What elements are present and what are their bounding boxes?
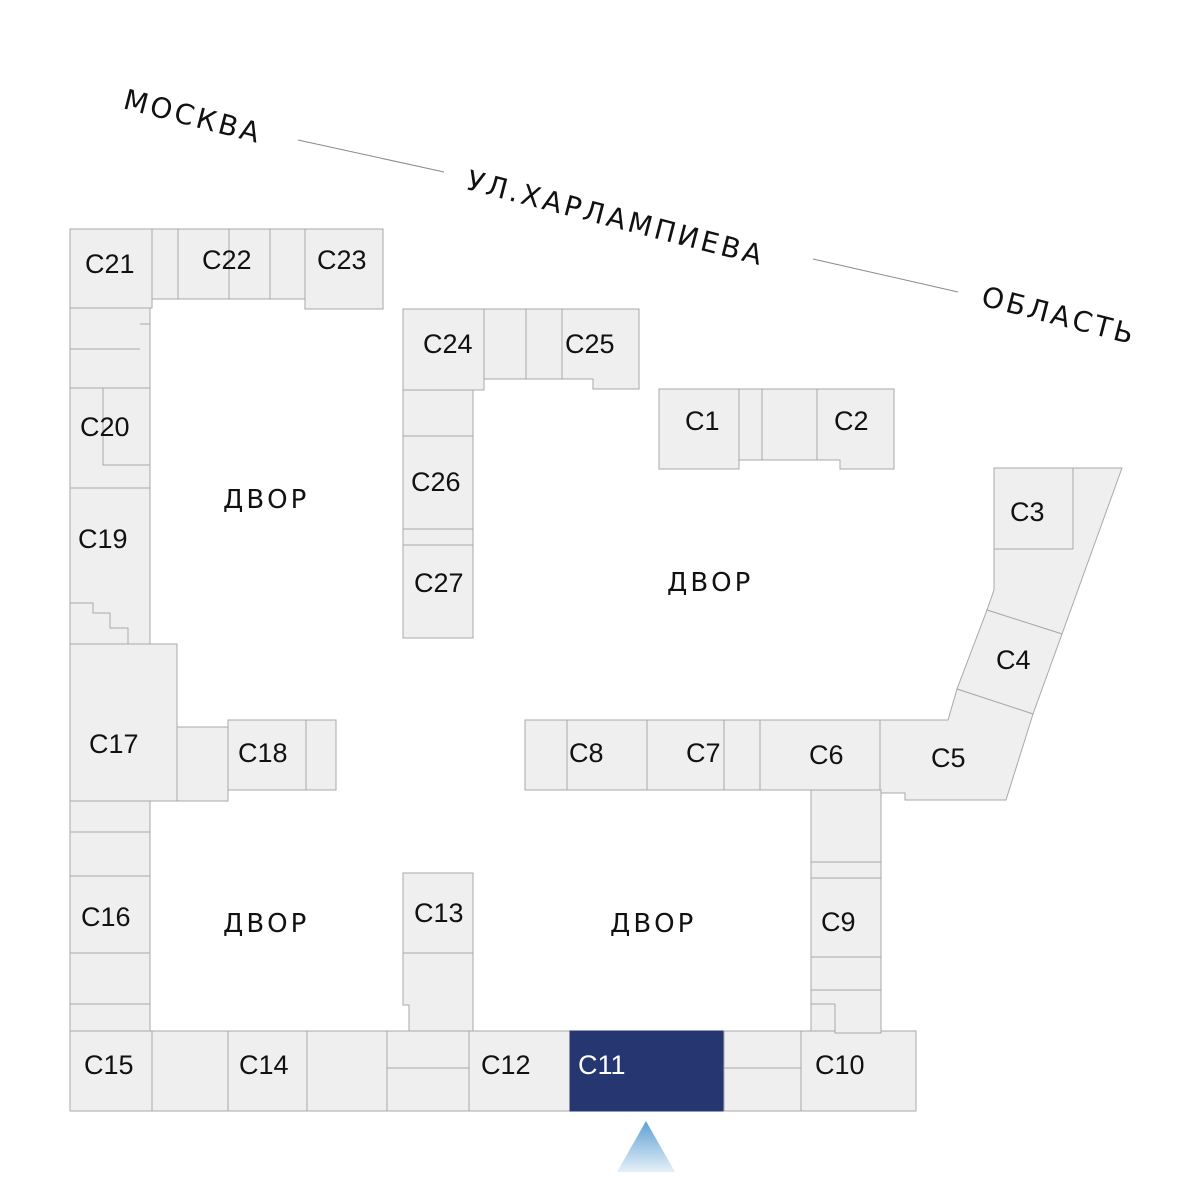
section-c15[interactable]: [69, 1030, 153, 1112]
section-c20-upper[interactable]: [69, 307, 151, 389]
label-c12: С12: [481, 1050, 531, 1080]
section-c15-annex: [151, 1030, 229, 1112]
section-c18[interactable]: [227, 719, 337, 791]
label-c17: С17: [89, 729, 139, 759]
label-c25: С25: [565, 329, 615, 359]
label-c23: С23: [317, 245, 367, 275]
section-c8[interactable]: [524, 719, 648, 791]
section-c7[interactable]: [646, 719, 761, 791]
section-c13[interactable]: [402, 872, 474, 954]
yard-label-bottom-right: ДВОР: [610, 909, 696, 939]
section-c10[interactable]: [800, 1030, 917, 1112]
label-c5: С5: [931, 743, 966, 773]
building-center: [387, 308, 640, 1032]
label-c27: С27: [414, 568, 464, 598]
section-c12-west: [386, 1030, 470, 1112]
label-c7: С7: [686, 738, 721, 768]
section-c24[interactable]: [402, 308, 485, 391]
section-c9[interactable]: [810, 877, 882, 991]
section-c24-annex: [483, 308, 563, 380]
yard-label-bottom-left: ДВОР: [223, 909, 309, 939]
section-c22[interactable]: [177, 228, 306, 300]
section-c13-lower: [387, 952, 474, 1032]
entrance-arrow-icon: [617, 1121, 675, 1172]
section-c2[interactable]: [816, 388, 895, 470]
section-c17-annex: [176, 726, 229, 802]
label-c26: С26: [411, 467, 461, 497]
label-c8: С8: [569, 738, 604, 768]
label-c19: С19: [78, 524, 128, 554]
section-c21-annex: [151, 228, 179, 300]
street-line-1: [297, 139, 445, 173]
building-west: [69, 228, 384, 1032]
building-south: [69, 1030, 917, 1112]
section-c10-annex: [723, 1030, 802, 1112]
label-c4: С4: [996, 645, 1031, 675]
label-c6: С6: [809, 740, 844, 770]
label-c14: С14: [239, 1050, 289, 1080]
section-c21[interactable]: [69, 228, 153, 309]
section-c23[interactable]: [304, 228, 384, 310]
label-c24: С24: [423, 329, 473, 359]
label-c18: С18: [238, 738, 288, 768]
section-c11[interactable]: [569, 1030, 725, 1112]
street-label-name: УЛ.ХАРЛАМПИЕВА: [463, 164, 768, 273]
section-c14-annex: [306, 1030, 388, 1112]
label-c2: С2: [834, 406, 869, 436]
label-c20: С20: [80, 412, 130, 442]
section-c25[interactable]: [561, 308, 640, 390]
section-c1-annex: [738, 388, 818, 461]
label-c13: С13: [414, 898, 464, 928]
section-c12[interactable]: [468, 1030, 571, 1112]
section-c9-lower: [810, 989, 882, 1034]
street-line-2: [812, 258, 959, 293]
section-c27[interactable]: [402, 528, 474, 639]
label-c16: С16: [81, 902, 131, 932]
section-c3[interactable]: [986, 467, 1123, 635]
section-c9-upper: [810, 789, 882, 879]
section-c16-upper: [69, 800, 151, 877]
label-c3: С3: [1010, 497, 1045, 527]
section-c20[interactable]: [69, 387, 151, 489]
label-c9: С9: [821, 907, 856, 937]
yard-label-top-left: ДВОР: [223, 485, 309, 515]
yard-label-top-right: ДВОР: [667, 568, 753, 598]
section-c6[interactable]: [759, 719, 881, 791]
label-c15: С15: [84, 1050, 134, 1080]
street-label-city: МОСКВА: [120, 83, 266, 151]
street-label-region: ОБЛАСТЬ: [978, 280, 1140, 352]
section-c26[interactable]: [402, 435, 474, 530]
section-c17[interactable]: [69, 643, 178, 802]
section-c26-upper: [402, 389, 474, 437]
label-c22: С22: [202, 245, 252, 275]
label-c1: С1: [685, 406, 720, 436]
label-c10: С10: [815, 1050, 865, 1080]
label-c11: С11: [578, 1050, 626, 1080]
label-c21: С21: [85, 249, 135, 279]
building-east: [524, 388, 1123, 1034]
